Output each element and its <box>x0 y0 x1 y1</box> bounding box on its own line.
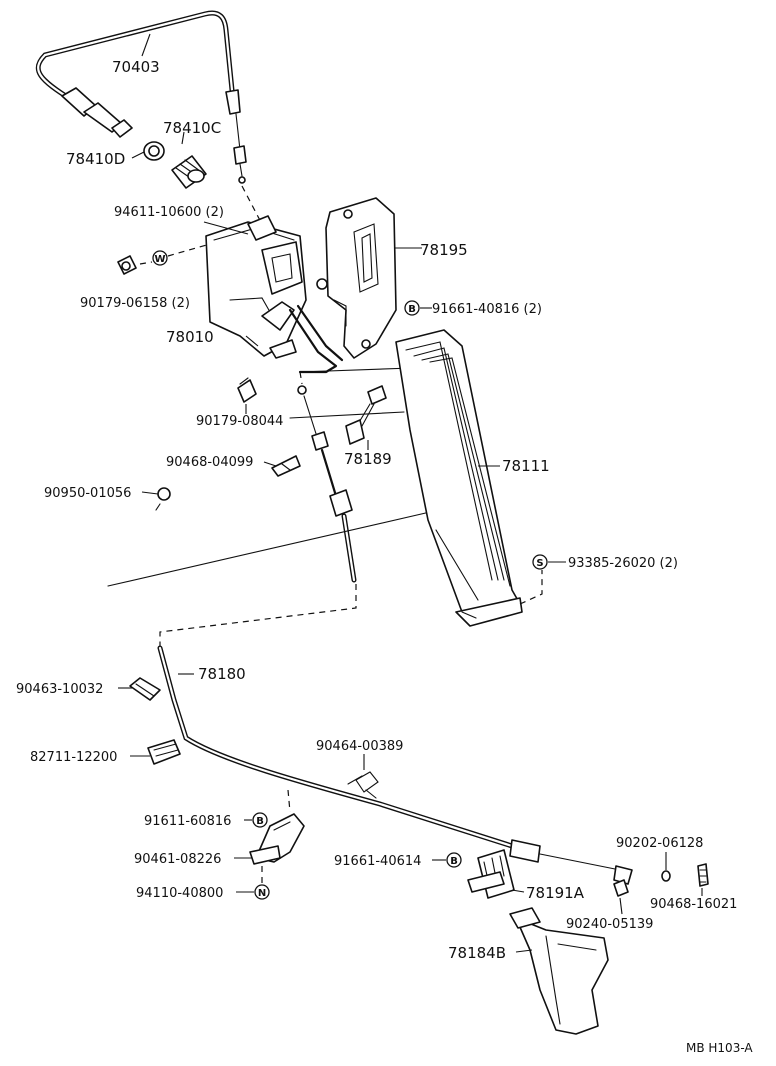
n-mark: N <box>258 888 266 899</box>
label-78189: 78189 <box>344 450 392 468</box>
b-mark-91661-40614: B <box>446 852 462 868</box>
label-90950-01056: 90950-01056 <box>44 486 131 501</box>
label-82711-12200: 82711-12200 <box>30 750 117 765</box>
label-94110-40800: 94110-40800 <box>136 886 223 901</box>
leader-lines <box>118 33 703 953</box>
accelerator-pedal-78111 <box>395 329 523 627</box>
label-70403: 70403 <box>112 58 160 76</box>
grommet-78410D <box>143 141 165 161</box>
bushing-90179-08044 <box>237 377 257 403</box>
reference-line-3 <box>107 511 431 587</box>
guide-line-cable <box>241 185 265 229</box>
b-mark-1: B <box>408 304 416 315</box>
label-90179-06158: 90179-06158 (2) <box>80 296 190 311</box>
cable-bracket-90461 <box>249 813 305 865</box>
guide-line-bracket <box>287 789 291 813</box>
cap-90950-01056 <box>155 487 171 511</box>
bolt-91661-40816: B <box>404 300 420 316</box>
label-94611: 94611-10600 (2) <box>114 205 224 220</box>
label-78111: 78111 <box>502 457 550 475</box>
bracket-78184B <box>509 907 609 1035</box>
nut-94110-40800: N <box>254 884 270 900</box>
screw-93385: S <box>532 554 548 570</box>
bracket-78191A <box>467 849 515 899</box>
label-90468-04099: 90468-04099 <box>166 455 253 470</box>
label-90468-16021: 90468-16021 <box>650 897 737 912</box>
clip-90464-00389 <box>347 771 379 799</box>
grommet-82711-12200 <box>147 739 181 765</box>
diagram-reference-code: MB H103-A <box>686 1041 753 1055</box>
label-90202-06128: 90202-06128 <box>616 836 703 851</box>
washer-94611: W <box>152 250 168 266</box>
label-78410C: 78410C <box>163 119 221 137</box>
s-mark: S <box>536 558 543 569</box>
b-mark-3: B <box>450 856 458 867</box>
label-91611-60816: 91611-60816 <box>144 814 231 829</box>
accelerator-cable-70403 <box>35 10 247 184</box>
w-mark: W <box>154 254 165 265</box>
label-78184B: 78184B <box>448 944 506 962</box>
label-78010: 78010 <box>166 328 214 346</box>
label-90464-00389: 90464-00389 <box>316 739 403 754</box>
clip-90468-04099 <box>271 455 301 477</box>
label-78410D: 78410D <box>66 150 125 168</box>
label-90461-08226: 90461-08226 <box>134 852 221 867</box>
label-90179-08044: 90179-08044 <box>196 414 283 429</box>
throttle-rod <box>297 371 357 583</box>
label-91661-40816: 91661-40816 (2) <box>432 302 542 317</box>
pedal-stop-bracket-78195 <box>325 197 397 359</box>
reference-line-1 <box>299 367 413 373</box>
accelerator-cable-78180 <box>157 645 633 885</box>
label-78180: 78180 <box>198 665 246 683</box>
label-91661-40614: 91661-40614 <box>334 854 421 869</box>
label-93385: 93385-26020 (2) <box>568 556 678 571</box>
reference-line-2 <box>289 411 405 419</box>
pedal-bracket-78010 <box>205 215 344 374</box>
label-78191A: 78191A <box>526 884 585 902</box>
clip-90468-16021 <box>697 863 709 887</box>
pin-90240-05139 <box>613 879 629 897</box>
b-mark-91611: B <box>252 812 268 828</box>
spring-78189 <box>345 385 387 445</box>
washer-90202-06128 <box>661 870 671 882</box>
b-mark-2: B <box>256 816 264 827</box>
label-90463-10032: 90463-10032 <box>16 682 103 697</box>
label-90240-05139: 90240-05139 <box>566 917 653 932</box>
guide-line-screw <box>519 570 543 605</box>
grommet-78410C <box>171 155 207 189</box>
guide-line-washer <box>167 243 211 257</box>
clip-90463-10032 <box>129 677 161 701</box>
bolt-90179-06158 <box>117 255 137 275</box>
guide-line-rod <box>159 584 357 646</box>
guide-line-bolt <box>139 261 153 265</box>
label-78195: 78195 <box>420 241 468 259</box>
